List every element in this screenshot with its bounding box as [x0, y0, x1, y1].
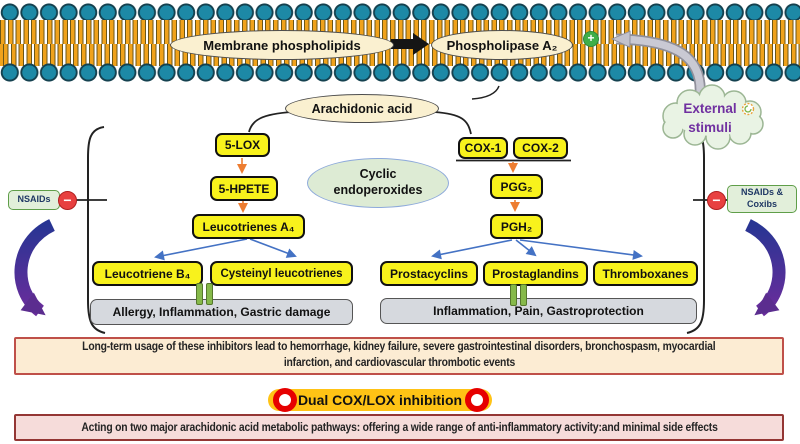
- minus-icon-right: −: [707, 191, 726, 210]
- blue-arrows: [154, 238, 643, 261]
- membrane-phospholipids-label: Membrane phospholipids: [170, 30, 394, 60]
- node-arachidonic-acid: Arachidonic acid: [285, 94, 439, 123]
- long-term-warning-box: Long-term usage of these inhibitors lead…: [14, 337, 784, 375]
- cox-effects-box: Inflammation, Pain, Gastroprotection: [380, 298, 697, 324]
- lox-effects-link-icon: [196, 283, 213, 305]
- node-prostacyclins: Prostacyclins: [380, 261, 478, 286]
- node-pgh2: PGH₂: [490, 214, 543, 239]
- bottom-note-text: Acting on two major arachidonic acid met…: [80, 421, 718, 434]
- nsaids-coxibs-label: NSAIDs & Coxibs: [727, 185, 797, 213]
- warning-line1: Long-term usage of these inhibitors lead…: [82, 341, 716, 354]
- external-stimuli-line2: stimuli: [688, 119, 732, 135]
- external-stimuli-line1: External: [683, 101, 737, 116]
- node-thromboxanes: Thromboxanes: [593, 261, 698, 286]
- node-leucotriene-b4: Leucotriene B₄: [92, 261, 203, 286]
- node-prostaglandins: Prostaglandins: [483, 261, 588, 286]
- membrane-top-heads: [0, 2, 800, 23]
- node-pgg2: PGG₂: [490, 174, 543, 199]
- node-cox-2: COX-2: [513, 137, 568, 159]
- red-ring-icon-left: [273, 388, 297, 412]
- bottom-note-box: Acting on two major arachidonic acid met…: [14, 414, 784, 441]
- minus-icon-left: −: [58, 191, 77, 210]
- lox-effects-box: Allergy, Inflammation, Gastric damage: [90, 299, 353, 325]
- cyclic-line2: endoperoxides: [333, 183, 423, 197]
- nsaids-coxibs-line2: Coxibs: [746, 199, 777, 209]
- cox-effects-link-icon: [510, 284, 527, 306]
- external-stimuli-label: External stimuli: [660, 100, 760, 138]
- node-cox-1: COX-1: [458, 137, 508, 159]
- node-5-lox: 5-LOX: [215, 133, 270, 157]
- node-5-hpete: 5-HPETE: [210, 176, 278, 201]
- node-cysteinyl-leucotrienes: Cysteinyl leucotrienes: [210, 261, 353, 286]
- nsaids-coxibs-line1: NSAIDs &: [740, 187, 783, 198]
- membrane-bottom-heads: [0, 62, 800, 83]
- cyclic-line1: Cyclic: [359, 167, 397, 182]
- nsaids-text: NSAIDs: [17, 194, 51, 205]
- warning-line2: infarction, and cardiovascular thromboti…: [283, 357, 515, 369]
- dual-cox-lox-banner: Dual COX/LOX inhibition: [268, 389, 492, 411]
- phospholipase-a2-label: Phospholipase A₂: [431, 30, 573, 60]
- plus-icon: +: [583, 31, 599, 47]
- nsaids-label: NSAIDs: [8, 190, 60, 210]
- node-cyclic-endoperoxides: Cyclic endoperoxides: [307, 158, 449, 208]
- node-leucotrienes-a4: Leucotrienes A₄: [192, 214, 305, 239]
- red-ring-icon-right: [465, 388, 489, 412]
- membrane-tails-upper: [0, 20, 800, 44]
